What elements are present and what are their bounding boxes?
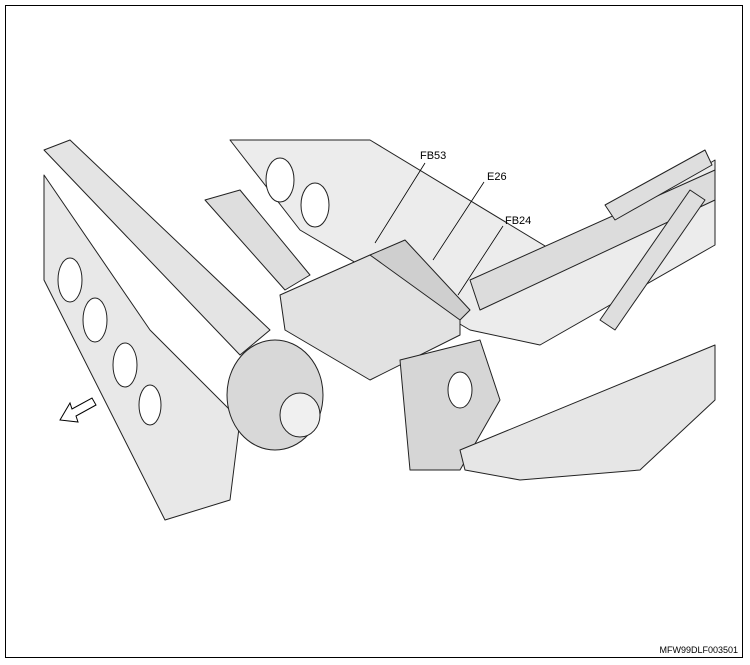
frame-rail-left [43, 174, 241, 521]
figure-code: MFW99DLF003501 [659, 645, 738, 655]
front-arrow-icon [59, 397, 97, 423]
figure-frame [5, 5, 743, 658]
callout-fb24: FB24 [505, 215, 532, 227]
bracket [399, 339, 501, 471]
link-arm [599, 189, 706, 331]
leaf-spring [459, 344, 716, 481]
callout-e26: E26 [487, 171, 507, 183]
callout-fb53: FB53 [420, 150, 447, 162]
propeller-shaft [43, 139, 271, 356]
